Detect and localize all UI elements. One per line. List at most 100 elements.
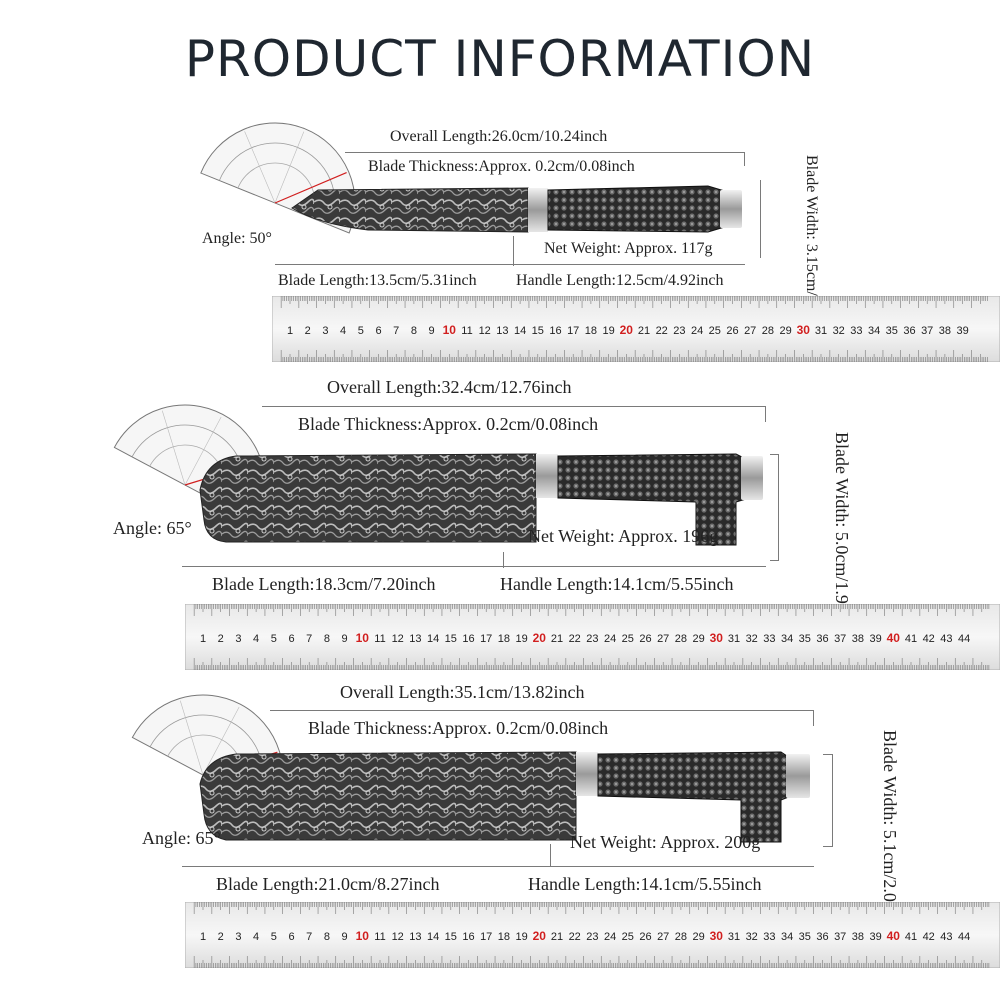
ruler-number: 14 (427, 633, 439, 645)
ruler-number: 19 (515, 931, 527, 943)
ruler-number: 33 (763, 931, 775, 943)
ruler-number: 26 (639, 633, 651, 645)
ruler-number: 15 (532, 325, 544, 337)
ruler-number: 39 (869, 931, 881, 943)
blade-length-label: Blade Length:13.5cm/5.31inch (278, 272, 477, 289)
blade-handle-divider (550, 844, 551, 866)
ruler-number: 24 (604, 931, 616, 943)
blade-width-cap-top (770, 454, 779, 455)
ruler-number: 22 (569, 931, 581, 943)
ruler-number: 29 (692, 931, 704, 943)
ruler-number: 35 (799, 633, 811, 645)
ruler-number: 40 (887, 929, 901, 943)
ruler-number: 33 (763, 633, 775, 645)
net-weight-label: Net Weight: Approx. 196g (528, 526, 719, 546)
ruler-number: 4 (340, 325, 346, 337)
ruler-number: 44 (958, 633, 970, 645)
ruler-number: 35 (799, 931, 811, 943)
ruler-number: 24 (604, 633, 616, 645)
ruler-number: 9 (342, 633, 348, 645)
ruler-number: 36 (816, 633, 828, 645)
net-weight-label: Net Weight: Approx. 117g (544, 240, 713, 257)
ruler-number: 33 (850, 325, 862, 337)
ruler-number: 35 (886, 325, 898, 337)
angle-label: Angle: 50° (202, 230, 272, 247)
ruler-number: 3 (322, 325, 328, 337)
ruler-number: 1 (200, 931, 206, 943)
ruler-number: 23 (586, 931, 598, 943)
handle-length-label: Handle Length:14.1cm/5.55inch (528, 874, 762, 894)
ruler-number: 18 (498, 931, 510, 943)
ruler-number: 5 (271, 931, 277, 943)
ruler-number: 12 (479, 325, 491, 337)
ruler-number: 36 (903, 325, 915, 337)
ruler-number: 8 (324, 633, 330, 645)
ruler-number: 6 (375, 325, 381, 337)
ruler-number: 20 (533, 631, 547, 645)
blade-width-cap-bottom (770, 560, 779, 561)
blade-length-label: Blade Length:18.3cm/7.20inch (212, 574, 436, 594)
ruler-number: 10 (443, 323, 457, 337)
ruler-number: 29 (779, 325, 791, 337)
ruler-number: 20 (620, 323, 634, 337)
ruler-number: 8 (324, 931, 330, 943)
ruler-number: 27 (657, 633, 669, 645)
ruler-number: 41 (905, 633, 917, 645)
ruler-number: 39 (869, 633, 881, 645)
ruler-number: 6 (288, 633, 294, 645)
ruler-number: 21 (638, 325, 650, 337)
overall-length-line (270, 710, 814, 711)
ruler-number: 9 (342, 931, 348, 943)
ruler-number: 34 (868, 325, 880, 337)
ruler-number: 29 (692, 633, 704, 645)
ruler-number: 43 (940, 633, 952, 645)
ruler-number: 44 (958, 931, 970, 943)
ruler-number: 7 (306, 931, 312, 943)
ruler-number: 25 (709, 325, 721, 337)
ruler-number: 42 (923, 633, 935, 645)
ruler-number: 26 (726, 325, 738, 337)
overall-length-label: Overall Length:32.4cm/12.76inch (327, 377, 572, 397)
ruler-number: 23 (586, 633, 598, 645)
ruler-number: 20 (533, 929, 547, 943)
ruler-number: 11 (461, 325, 472, 337)
ruler-number: 4 (253, 633, 259, 645)
blade-width-line (832, 754, 833, 846)
blade-thickness-label: Blade Thickness:Approx. 0.2cm/0.08inch (298, 414, 599, 434)
ruler-number: 17 (567, 325, 579, 337)
ruler-number: 34 (781, 931, 793, 943)
ruler-number: 24 (691, 325, 703, 337)
overall-length-label: Overall Length:35.1cm/13.82inch (340, 682, 585, 702)
ruler-number: 11 (374, 931, 385, 943)
ruler-number: 16 (462, 931, 474, 943)
ruler-number: 18 (498, 633, 510, 645)
ruler-number: 8 (411, 325, 417, 337)
ruler-number: 2 (218, 633, 224, 645)
ruler-number: 32 (746, 931, 758, 943)
ruler-number: 27 (744, 325, 756, 337)
ruler-number: 25 (622, 931, 634, 943)
ruler-number: 15 (445, 931, 457, 943)
ruler-number: 31 (728, 931, 740, 943)
ruler-number: 12 (392, 633, 404, 645)
ruler-number: 12 (392, 931, 404, 943)
overall-length-line (345, 152, 745, 153)
ruler-number: 2 (305, 325, 311, 337)
overall-length-label: Overall Length:26.0cm/10.24inch (390, 128, 608, 145)
ruler-number: 31 (728, 633, 740, 645)
ruler-number: 30 (710, 929, 724, 943)
length-baseline (275, 264, 745, 265)
ruler-number: 6 (288, 931, 294, 943)
ruler-number: 36 (816, 931, 828, 943)
length-baseline (182, 866, 814, 867)
knife-2-image (199, 453, 763, 546)
ruler-number: 1 (287, 325, 293, 337)
ruler-number: 41 (905, 931, 917, 943)
ruler-number: 42 (923, 931, 935, 943)
ruler-number: 32 (746, 633, 758, 645)
ruler-number: 27 (657, 931, 669, 943)
blade-width-line (760, 180, 761, 258)
ruler-number: 22 (656, 325, 668, 337)
